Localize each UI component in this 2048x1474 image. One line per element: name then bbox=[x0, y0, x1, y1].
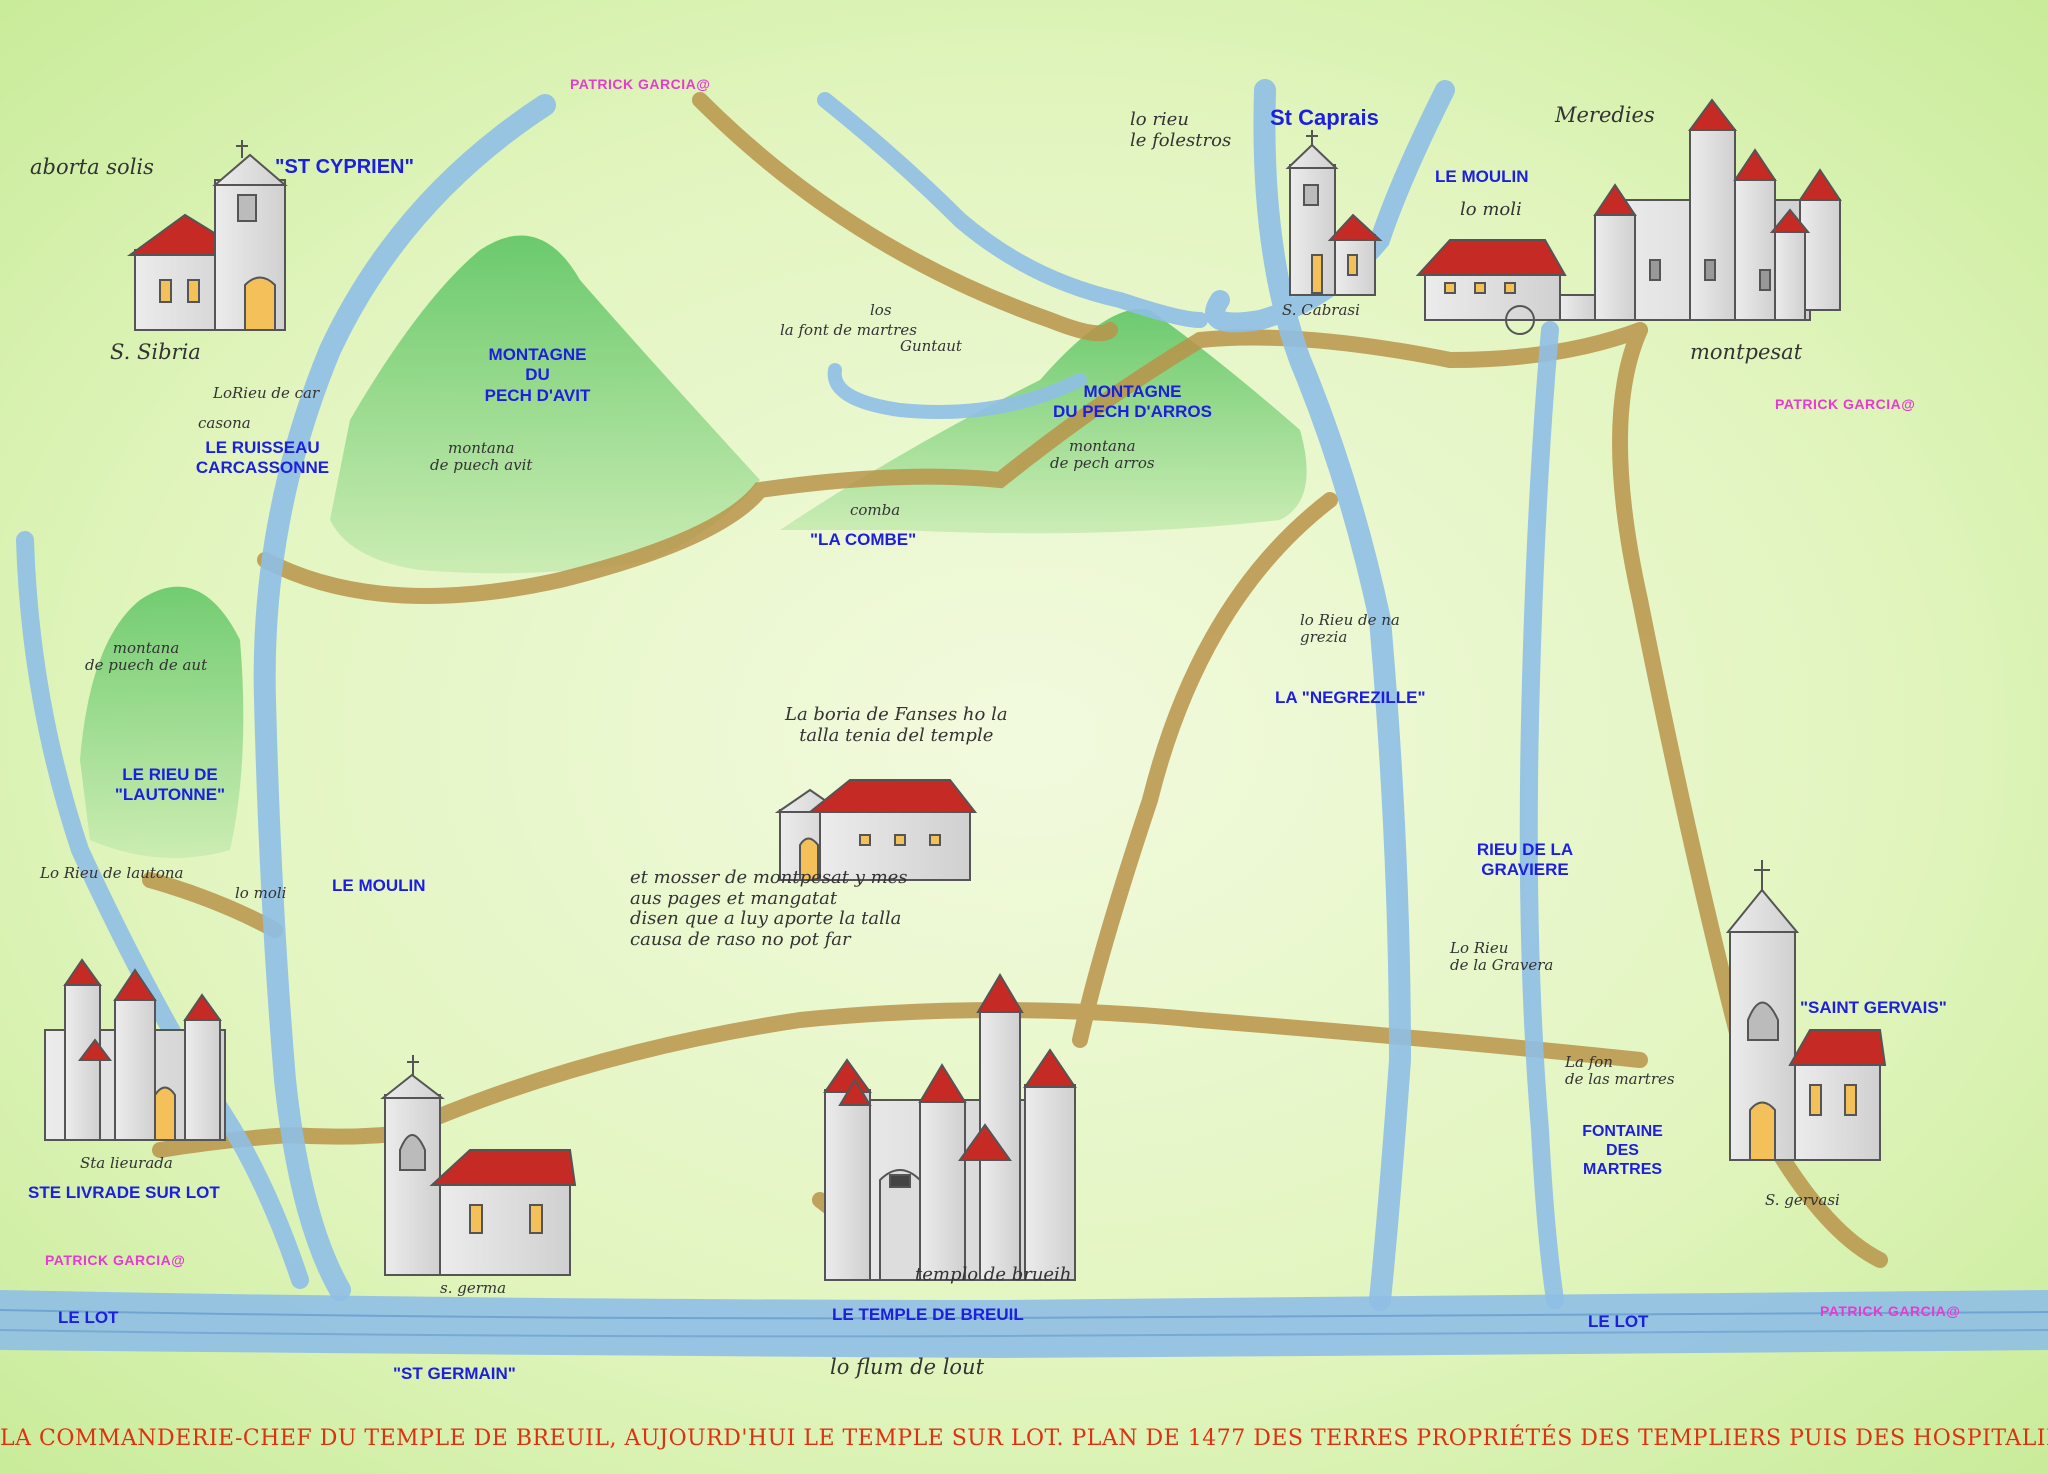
label-negrezille: LA "NEGREZILLE" bbox=[1275, 688, 1426, 707]
mill-top-icon bbox=[1415, 239, 1596, 335]
map-caption: LA COMMANDERIE-CHEF DU TEMPLE DE BREUIL,… bbox=[0, 1426, 2048, 1451]
label-ste-livrade: STE LIVRADE SUR LOT bbox=[28, 1183, 220, 1202]
hand-templo-brueih: templo de brueih bbox=[915, 1264, 1072, 1285]
label-temple-de-breuil: LE TEMPLE DE BREUIL bbox=[832, 1305, 1024, 1324]
chapel-st-cyprien-icon bbox=[126, 140, 288, 331]
label-saint-gervais: "SAINT GERVAIS" bbox=[1800, 998, 1947, 1017]
chapel-st-germain-icon bbox=[380, 1055, 577, 1276]
hand-s-sibria: S. Sibria bbox=[110, 340, 201, 364]
hand-montpesat: montpesat bbox=[1690, 340, 1803, 364]
hand-los: los bbox=[870, 301, 892, 319]
hand-lo-rieu-car: LoRieu de car bbox=[213, 384, 320, 402]
hand-lo-moli: lo moli bbox=[1460, 199, 1522, 220]
label-le-lot-left: LE LOT bbox=[58, 1308, 119, 1327]
label-st-cyprien: "ST CYPRIEN" bbox=[275, 156, 414, 178]
hand-la-font-martres: la font de martres bbox=[780, 321, 917, 339]
label-st-germain: "ST GERMAIN" bbox=[393, 1364, 516, 1383]
hand-s-cabrasi: S. Cabrasi bbox=[1282, 301, 1360, 319]
castle-temple-breuil-icon bbox=[823, 973, 1077, 1281]
hand-casona: casona bbox=[198, 414, 251, 432]
label-rieu-lautonne: LE RIEU DE"LAUTONNE" bbox=[114, 765, 226, 805]
hand-lo-rieu-lautona: Lo Rieu de lautona bbox=[40, 864, 184, 882]
hand-guntaut: Guntaut bbox=[900, 337, 962, 355]
hand-s-germa: s. germa bbox=[440, 1279, 507, 1297]
label-la-combe: "LA COMBE" bbox=[810, 530, 917, 549]
hand-sta-lieurada: Sta lieurada bbox=[80, 1154, 173, 1172]
hand-s-gervasi: S. gervasi bbox=[1765, 1191, 1840, 1209]
hand-aborta-solis: aborta solis bbox=[30, 155, 154, 179]
copyright-mark-right: PATRICK GARCIA@ bbox=[1775, 396, 1916, 412]
castle-ste-livrade-icon bbox=[44, 958, 226, 1141]
chapel-st-caprais-icon bbox=[1285, 130, 1383, 296]
chapel-saint-gervais-icon bbox=[1725, 860, 1887, 1161]
rivers bbox=[16, 79, 1564, 1311]
label-le-moulin-left: LE MOULIN bbox=[332, 876, 426, 895]
hill-puech-aut bbox=[80, 586, 244, 858]
farmhouse-icon bbox=[774, 779, 978, 881]
label-st-caprais: St Caprais bbox=[1270, 105, 1379, 130]
hand-merecies: Meredies bbox=[1555, 103, 1655, 127]
copyright-mark-left: PATRICK GARCIA@ bbox=[45, 1252, 186, 1268]
hand-comba: comba bbox=[850, 501, 901, 519]
copyright-mark-top: PATRICK GARCIA@ bbox=[570, 76, 711, 92]
hand-lo-moli-left: lo moli bbox=[235, 884, 287, 902]
hand-lo-flum-de-lout: lo flum de lout bbox=[830, 1355, 985, 1379]
label-le-moulin-top: LE MOULIN bbox=[1435, 167, 1529, 186]
castle-montpesat-icon bbox=[1593, 98, 1842, 321]
river-lot bbox=[0, 1290, 2048, 1358]
label-le-lot-right: LE LOT bbox=[1588, 1312, 1649, 1331]
hill-pech-avit bbox=[330, 235, 760, 574]
copyright-mark-bottom: PATRICK GARCIA@ bbox=[1820, 1303, 1961, 1319]
